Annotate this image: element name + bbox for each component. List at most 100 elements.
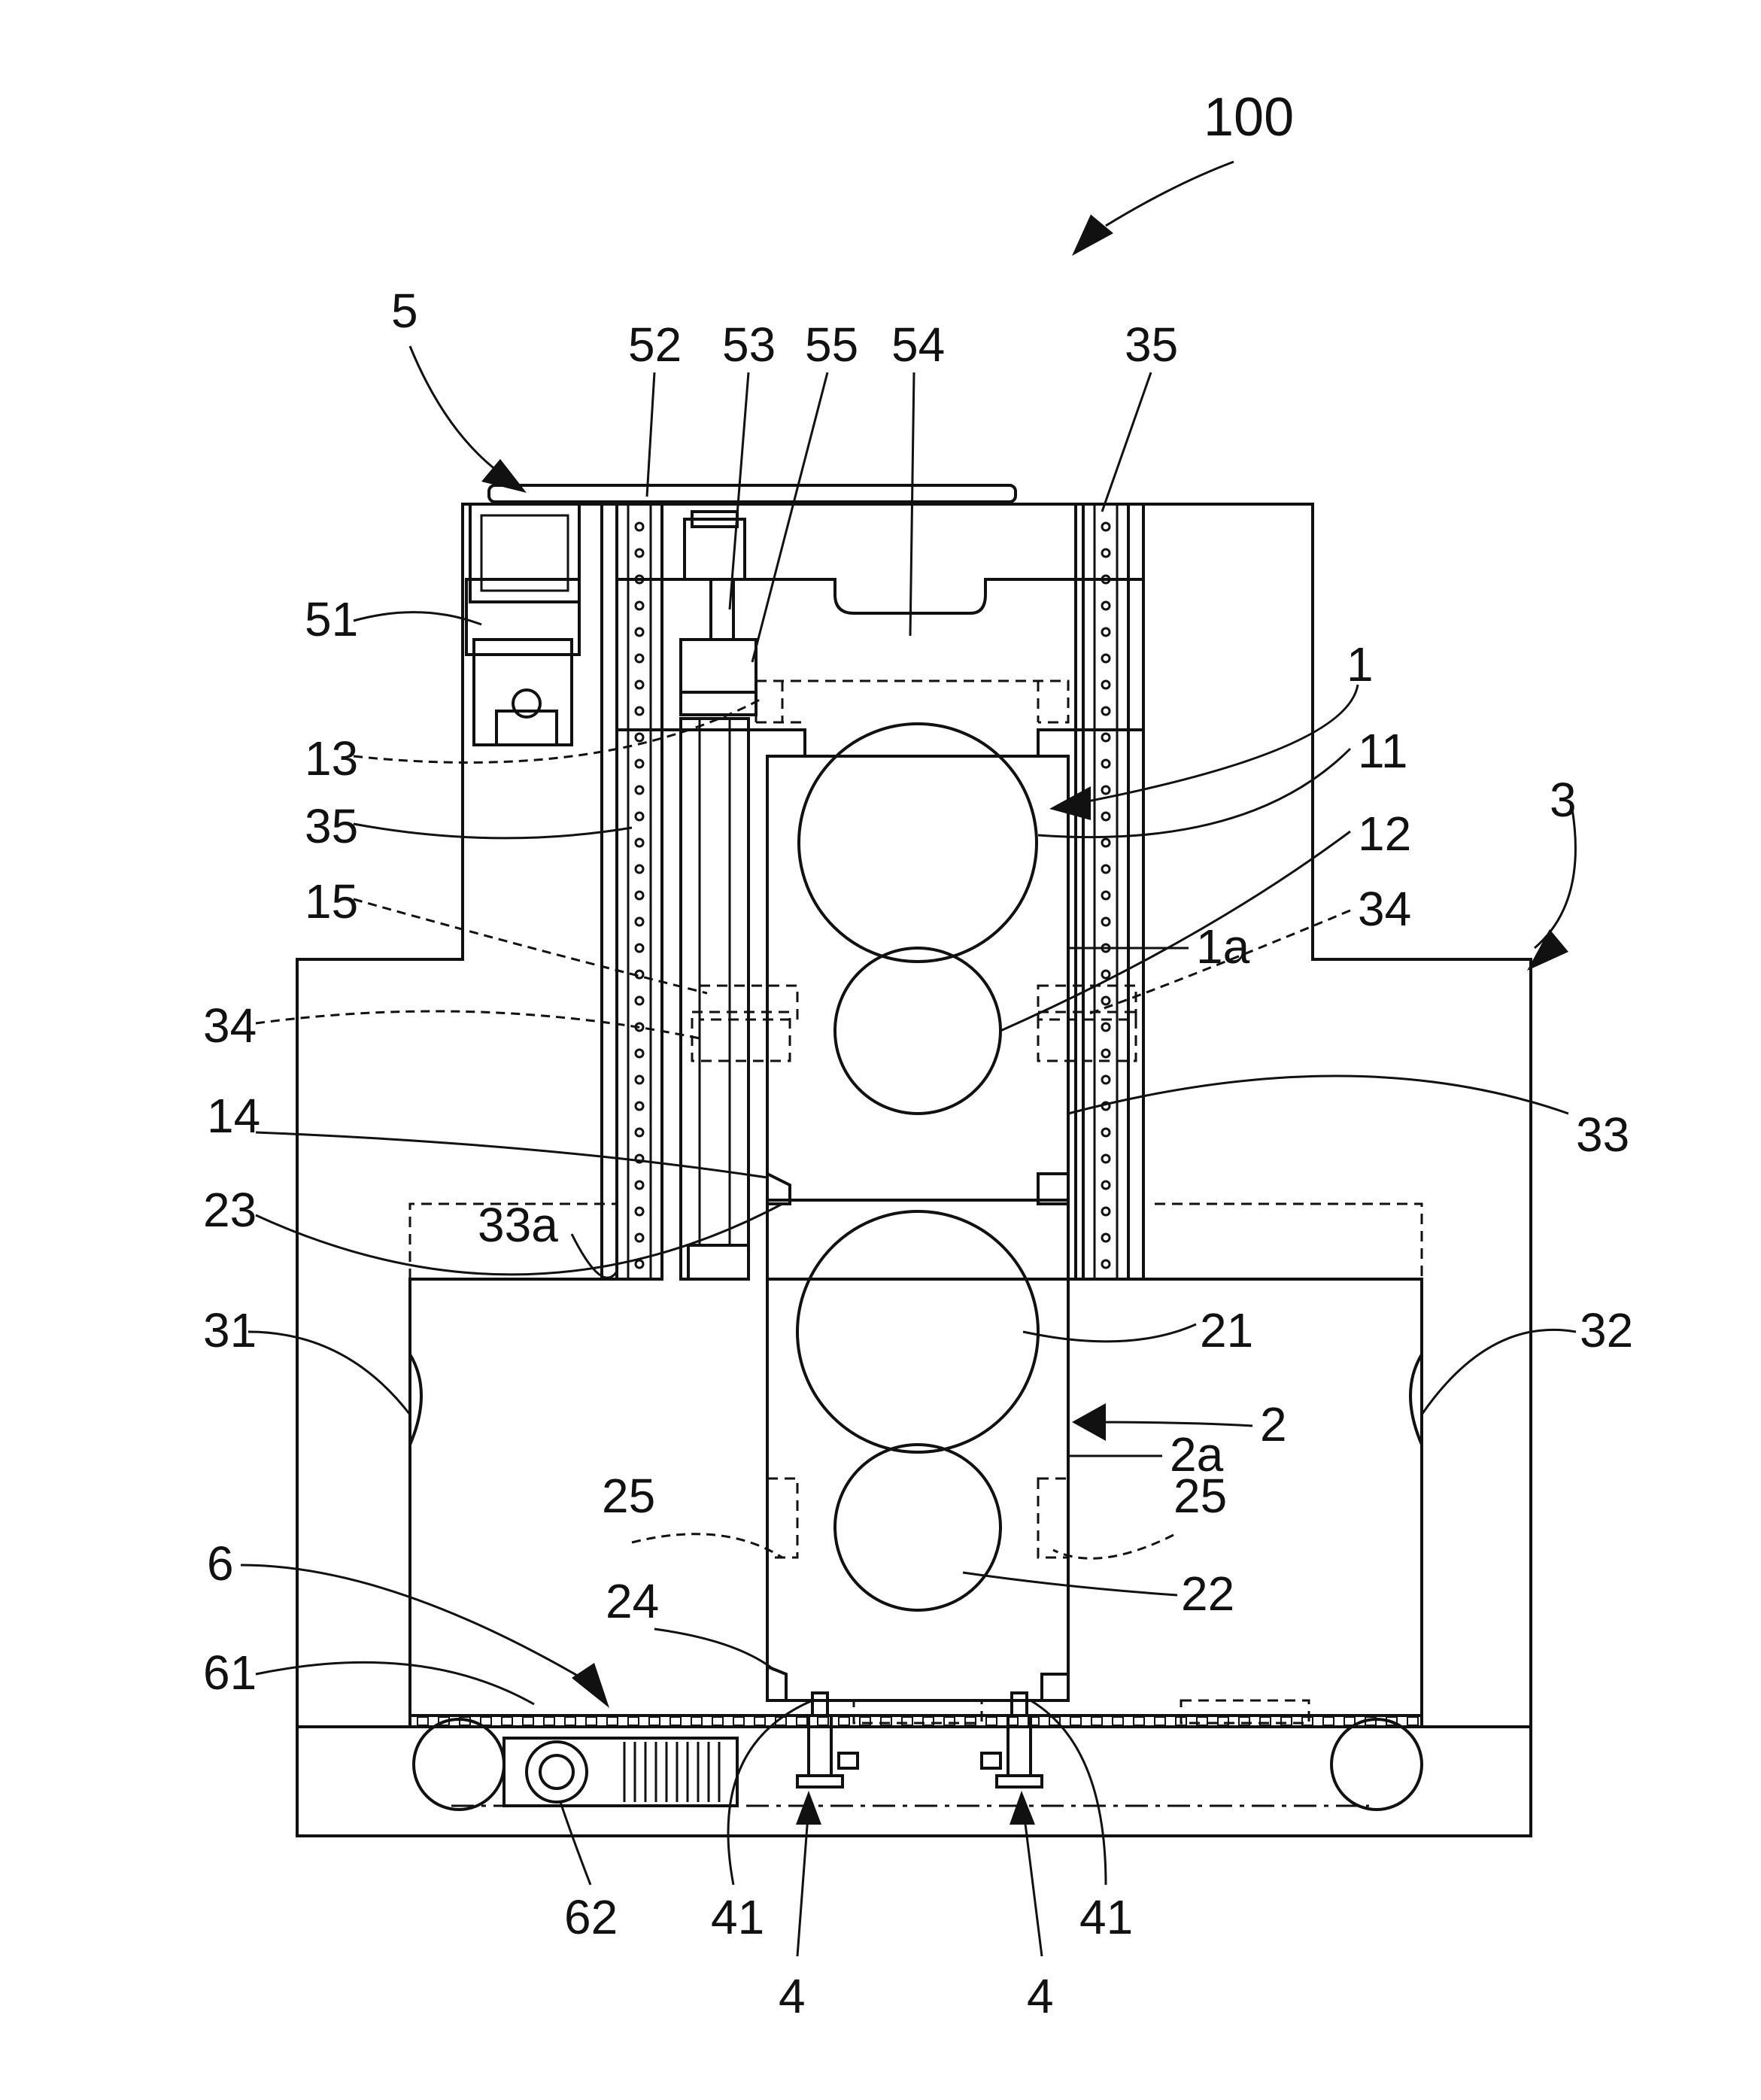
chain-link [565,1717,575,1725]
rail-bolt [636,681,643,688]
chain-link [502,1717,512,1725]
rail-bolt [1102,1208,1110,1215]
leader-15 [354,899,707,993]
rail-bolt [1102,1181,1110,1189]
rail-bolt [1102,892,1110,899]
clamp-right [982,1693,1042,1787]
chain-link [417,1717,428,1725]
rail-bolt [636,1076,643,1083]
leader-100 [1106,162,1234,226]
upper-large-roll-11 [799,724,1037,962]
rail-bolt [636,734,643,741]
rail-bolt [636,707,643,715]
rail-bolt [636,523,643,530]
rail-bolt [1102,1129,1110,1136]
rail-bolt [636,1129,643,1136]
label-33a: 33a [478,1198,558,1252]
drive-fins [624,1742,719,1802]
rail-bolt [636,1260,643,1268]
chain-link [712,1717,723,1725]
arrow-100 [1072,214,1113,256]
chain-link [1134,1717,1144,1725]
rail-bolt [636,602,643,609]
bottom-dashed-right [1181,1700,1309,1723]
label-100: 100 [1204,87,1294,147]
lower-large-roll-21 [797,1211,1038,1452]
leader-3 [1535,809,1575,948]
part-13-dashed [756,681,1068,722]
label-1: 1 [1347,637,1374,691]
label-15: 15 [305,874,358,928]
leader-4-right [1023,1806,1042,1956]
chain-link [481,1717,491,1725]
leader-34-left [256,1011,700,1038]
lower-window [410,1196,1422,1727]
label-21: 21 [1200,1303,1253,1357]
leader-14 [256,1132,767,1178]
rail-bolt [1102,1023,1110,1031]
rail-bolt [1102,602,1110,609]
rail-bolt [636,865,643,873]
rail-bolt [636,655,643,662]
drive-62-gear-inner [540,1755,573,1788]
lower-right-foot [1042,1674,1068,1700]
rail-bolt [1102,1234,1110,1241]
rail-bolt [636,839,643,846]
rail-bolt [1102,523,1110,530]
label-34-right: 34 [1358,882,1411,936]
label-31: 31 [203,1303,257,1357]
label-62: 62 [564,1890,618,1944]
label-41-right: 41 [1079,1890,1133,1944]
label-2: 2 [1260,1397,1287,1451]
label-12: 12 [1358,807,1411,861]
label-32: 32 [1580,1303,1633,1357]
rail-bolt [1102,549,1110,557]
rail-bolt [1102,786,1110,794]
chain-link [628,1717,639,1725]
label-24: 24 [606,1574,659,1628]
chain-link [670,1717,681,1725]
rail-bolt [1102,734,1110,741]
rail-bolt [1102,997,1110,1004]
leader-12 [1000,831,1350,1031]
label-61: 61 [203,1646,257,1700]
rail-bolt [636,1050,643,1057]
motor-51-hole [513,690,540,717]
arrow-3 [1527,929,1568,971]
label-35-left: 35 [305,799,358,853]
rail-bolt [636,892,643,899]
drive-62-gear [527,1742,587,1802]
arrow-2 [1072,1403,1106,1441]
rail-bolt [1102,865,1110,873]
rail-bolt [1102,918,1110,925]
rail-bolt [636,1208,643,1215]
leader-35-top [1102,372,1151,512]
label-6: 6 [207,1536,234,1591]
screw-foot [688,1245,748,1279]
label-13: 13 [305,731,358,786]
rail-bolt [1102,1076,1110,1083]
leader-2 [1083,1422,1252,1426]
sprocket-right [1331,1719,1422,1810]
label-3: 3 [1550,773,1577,827]
label-4-left: 4 [779,1969,806,2023]
rail-bolt [1102,760,1110,767]
leader-4-left [797,1806,809,1956]
label-35-top: 35 [1125,318,1178,372]
chain-link [1302,1717,1313,1725]
leader-22 [963,1573,1177,1595]
label-53: 53 [722,318,776,372]
sprocket-left [414,1719,504,1810]
leader-32 [1422,1330,1576,1415]
label-1a: 1a [1196,919,1250,974]
chain-link [1070,1717,1081,1725]
label-41-left: 41 [711,1890,764,1944]
leader-5 [410,346,496,470]
chain-link [818,1717,828,1725]
lower-small-roll-22 [835,1445,1000,1610]
leader-21 [1023,1324,1196,1342]
leader-55 [752,372,827,662]
rail-bolt [1102,707,1110,715]
